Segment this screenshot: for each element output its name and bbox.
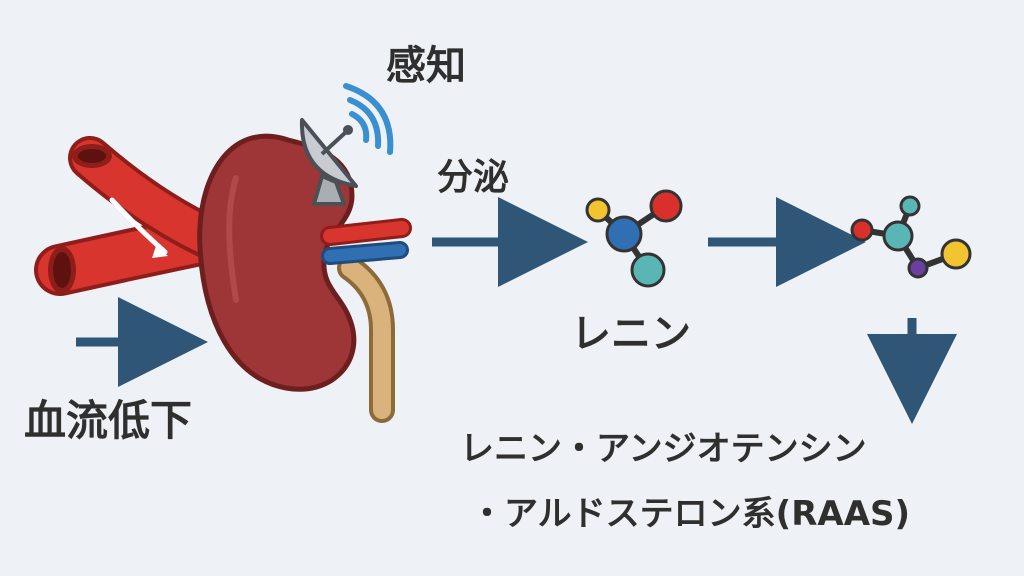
satellite-dish-icon [299,118,358,206]
label-sense: 感知 [386,43,466,89]
renal-vessels-icon [320,218,412,265]
label-blood-flow-drop: 血流低下 [24,396,193,445]
label-secrete: 分泌 [437,157,510,198]
label-raas-line-2: ・アルドステロン系(RAAS) [470,494,911,534]
angiotensin-molecule-icon [850,195,972,279]
label-raas-line-1: レニン・アンジオテンシン [460,429,867,469]
renin-molecule-icon [585,189,683,288]
label-renin: レニン [571,311,691,357]
signal-waves-icon [343,83,394,155]
